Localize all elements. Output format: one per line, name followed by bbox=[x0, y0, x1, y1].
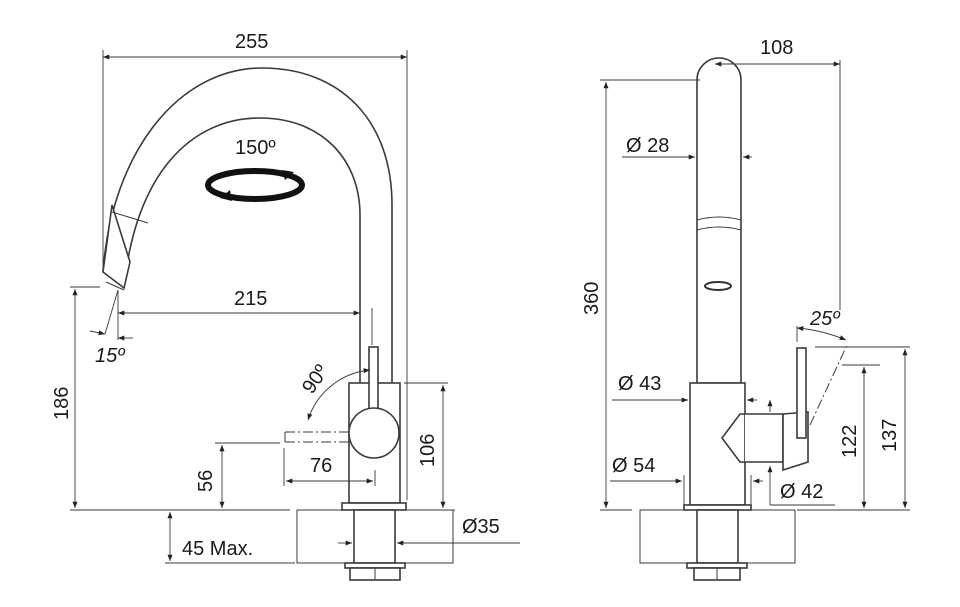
spout bbox=[102, 67, 393, 383]
countertop-section bbox=[296, 509, 454, 581]
base-plate bbox=[341, 502, 407, 511]
rotation-arrow-icon bbox=[205, 168, 305, 202]
lever-angle-label: 25º bbox=[809, 308, 841, 330]
outlet-height-label: 186 bbox=[51, 387, 73, 420]
width-total-label: 255 bbox=[235, 31, 268, 53]
lever-length-label: 76 bbox=[310, 455, 332, 477]
lever-top-height-label: 137 bbox=[879, 419, 901, 452]
total-height-label: 360 bbox=[581, 282, 603, 315]
spout-diameter-label: Ø 28 bbox=[626, 135, 669, 157]
body-diameter-label: Ø 43 bbox=[618, 373, 661, 395]
spout-front bbox=[696, 57, 742, 384]
spray-angle-label: 15º bbox=[95, 345, 126, 367]
body-height-label: 106 bbox=[417, 434, 439, 467]
hub-height-label: 122 bbox=[839, 425, 861, 458]
counter-thickness-label: 45 Max. bbox=[182, 538, 253, 560]
hub-diameter-label: Ø 42 bbox=[780, 481, 823, 503]
side-view: 150º 255 215 15º 186 90º 76 bbox=[51, 31, 520, 581]
aerator-icon bbox=[704, 281, 732, 291]
hole-diameter-label: Ø35 bbox=[462, 516, 500, 538]
depth-label: 108 bbox=[760, 37, 793, 59]
rotation-label: 150º bbox=[235, 137, 276, 159]
reach-label: 215 bbox=[234, 288, 267, 310]
lever-front bbox=[796, 347, 807, 439]
lever-height-label: 56 bbox=[195, 470, 217, 492]
countertop-section-front bbox=[639, 509, 796, 581]
lever bbox=[368, 346, 379, 411]
base-diameter-label: Ø 54 bbox=[612, 455, 655, 477]
front-view: 108 360 Ø 28 Ø 43 Ø 54 Ø 42 25º 122 bbox=[581, 37, 910, 581]
lever-hub bbox=[348, 407, 400, 459]
